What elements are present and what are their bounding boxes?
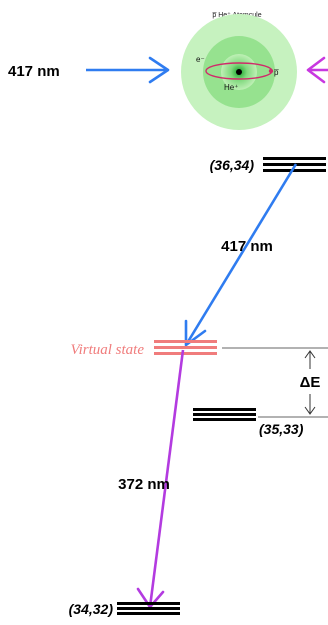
- detuning-bracket: [304, 350, 316, 415]
- level-lower-lines: [117, 602, 180, 615]
- detuning-label: ΔE: [300, 374, 321, 391]
- level-upper-label: (36,34): [210, 157, 255, 173]
- antiproton-label: p̅: [273, 68, 279, 77]
- transition-417-arrow: [184, 163, 298, 347]
- left-laser-label: 417 nm: [8, 63, 60, 80]
- left-laser-arrow: [86, 56, 170, 84]
- antiproton-dot: [268, 68, 274, 74]
- level-lower-label: (34,32): [69, 601, 114, 617]
- helium-ion-label: He⁺: [224, 83, 238, 92]
- transition-372-label: 372 nm: [118, 476, 170, 493]
- electron-label: e⁻: [196, 55, 205, 64]
- level-middle-lines: [193, 408, 256, 421]
- helium-nucleus: [236, 69, 242, 75]
- transition-417-label: 417 nm: [221, 238, 273, 255]
- level-middle-label: (35,33): [259, 421, 304, 437]
- virtual-state-lines: [154, 340, 217, 355]
- right-laser-arrow: [306, 56, 328, 84]
- virtual-state-label: Virtual state: [71, 342, 145, 358]
